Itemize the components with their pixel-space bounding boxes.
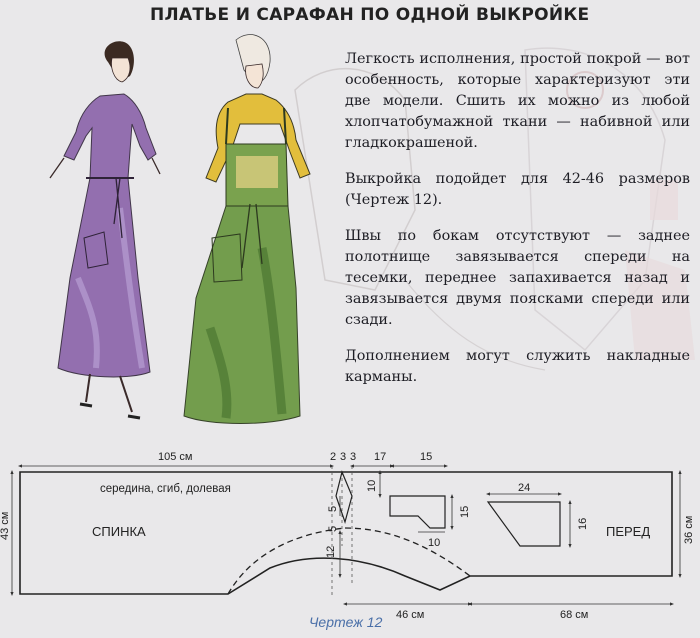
dim-15-top: 15 xyxy=(420,451,432,463)
dim-left-height: 43 см xyxy=(0,512,11,540)
paragraph-sizes: Выкройка подойдет для 42-46 размеров (Че… xyxy=(345,171,690,208)
dim-5: 5 xyxy=(327,506,339,512)
paragraph-pockets: Дополнением могут служить накладные карм… xyxy=(345,348,690,385)
dim-24: 24 xyxy=(518,482,530,494)
fashion-illustration xyxy=(49,34,311,424)
dim-5b: 5 xyxy=(327,526,339,532)
dim-3b: 3 xyxy=(350,451,356,463)
pocket-piece-small xyxy=(389,495,446,529)
figure-caption: Чертеж 12 xyxy=(309,614,383,630)
neckline-curve xyxy=(227,527,346,595)
dim-top-length: 105 см xyxy=(158,451,192,463)
paragraph-seams: Швы по бокам отсутствуют — заднее полотн… xyxy=(345,228,690,328)
fold-label: середина, сгиб, долевая xyxy=(100,483,231,495)
dim-right-height: 36 см xyxy=(683,516,695,544)
description-text: Легкость исполнения, простой покрой — во… xyxy=(345,49,690,403)
dim-15-v: 15 xyxy=(459,506,471,518)
sundress-figure xyxy=(183,34,311,424)
pattern-outline xyxy=(19,471,673,595)
paragraph-intro: Легкость исполнения, простой покрой — во… xyxy=(345,51,690,151)
dim-3a: 3 xyxy=(340,451,346,463)
dim-12: 12 xyxy=(325,546,337,558)
pocket-piece-large xyxy=(486,501,561,547)
page-title: ПЛАТЬЕ И САРАФАН ПО ОДНОЙ ВЫКРОЙКЕ xyxy=(150,5,590,25)
dress-figure xyxy=(49,41,161,420)
dim-bottom-right: 68 см xyxy=(560,609,588,621)
dim-17: 17 xyxy=(374,451,386,463)
front-piece-label: ПЕРЕД xyxy=(606,524,650,539)
back-piece-label: СПИНКА xyxy=(92,524,146,539)
strap-piece xyxy=(335,470,353,525)
dim-2: 2 xyxy=(330,451,336,463)
dim-10-b: 10 xyxy=(428,537,440,549)
dim-10-v: 10 xyxy=(366,480,378,492)
dim-bottom-middle: 46 см xyxy=(396,609,424,621)
sewing-pattern: 105 см 2 3 3 17 15 43 см 36 см 10 15 10 … xyxy=(0,451,695,621)
dim-16: 16 xyxy=(577,518,589,530)
background-illustration xyxy=(294,47,695,371)
